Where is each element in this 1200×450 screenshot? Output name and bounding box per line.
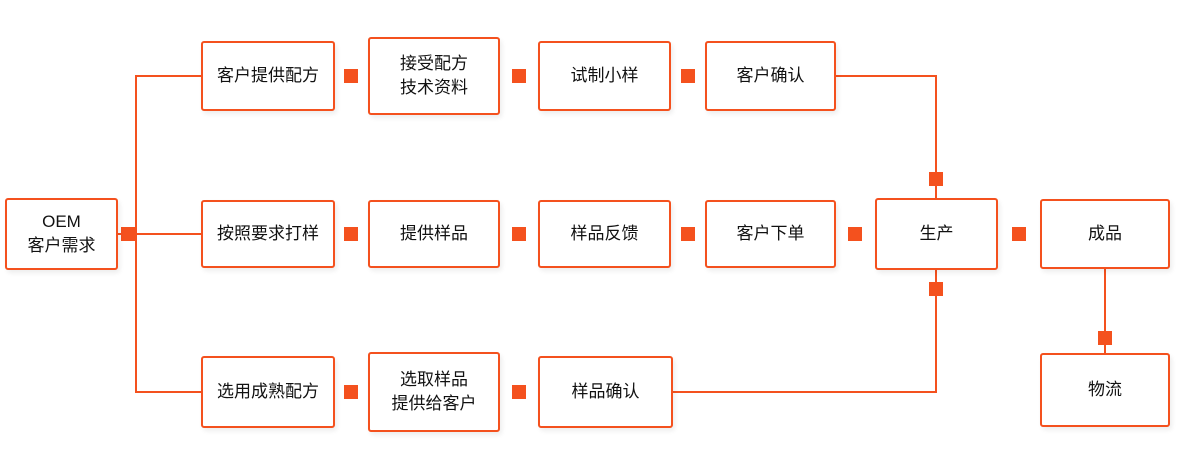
node-accept-formula-tech-data: 接受配方 技术资料 xyxy=(368,37,500,115)
connector-square-row3-1 xyxy=(344,385,358,399)
connector-square-production-top xyxy=(929,172,943,186)
oem-to-middle-line xyxy=(118,233,201,235)
node-label: 客户需求 xyxy=(27,236,96,255)
customer-confirm-to-production-vline xyxy=(935,75,937,198)
node-oem-customer-demand: OEM 客户需求 xyxy=(5,198,118,270)
node-customer-order: 客户下单 xyxy=(705,200,836,268)
node-sample-confirmation: 样品确认 xyxy=(538,356,673,428)
node-provide-sample: 提供样品 xyxy=(368,200,500,268)
node-label: 技术资料 xyxy=(400,78,468,97)
connector-square-row1-3 xyxy=(681,69,695,83)
customer-confirm-to-production-hline xyxy=(836,75,936,77)
node-label: 样品确认 xyxy=(571,382,640,402)
node-label: 客户提供配方 xyxy=(217,66,319,86)
node-label: 客户确认 xyxy=(736,66,805,86)
node-customer-provides-formula: 客户提供配方 xyxy=(201,41,335,111)
node-customer-confirmation: 客户确认 xyxy=(705,41,836,111)
connector-square-row2-4 xyxy=(848,227,862,241)
connector-square-row2-5 xyxy=(1012,227,1026,241)
node-label: 试制小样 xyxy=(570,66,639,86)
node-label: 提供给客户 xyxy=(391,394,477,413)
connector-square-row2-3 xyxy=(681,227,695,241)
node-label: 生产 xyxy=(919,224,954,244)
connector-square-row1-1 xyxy=(344,69,358,83)
node-label: 按照要求打样 xyxy=(217,224,319,244)
node-label: 客户下单 xyxy=(736,224,805,244)
node-label: 成品 xyxy=(1088,224,1122,244)
node-finished-product: 成品 xyxy=(1040,199,1170,269)
node-select-sample-for-customer: 选取样品 提供给客户 xyxy=(368,352,500,432)
node-sample-per-requirements: 按照要求打样 xyxy=(201,200,335,268)
connector-square-oem xyxy=(121,227,135,241)
connector-square-finished-logistics xyxy=(1098,331,1112,345)
node-label: 选取样品 xyxy=(400,370,468,390)
connector-square-production-bottom xyxy=(929,282,943,296)
connector-square-row2-1 xyxy=(344,227,358,241)
node-label: 物流 xyxy=(1088,380,1122,400)
node-label: OEM xyxy=(42,212,81,232)
node-label: 提供样品 xyxy=(400,224,468,244)
sample-confirm-to-production-vline xyxy=(935,270,937,393)
node-label: 接受配方 xyxy=(400,54,468,74)
node-trial-small-sample: 试制小样 xyxy=(538,41,671,111)
connector-square-row3-2 xyxy=(512,385,526,399)
finished-to-logistics-vline xyxy=(1104,269,1106,353)
connector-square-row2-2 xyxy=(512,227,526,241)
node-label: 选用成熟配方 xyxy=(217,382,319,402)
branch-top-line xyxy=(136,75,201,77)
node-logistics: 物流 xyxy=(1040,353,1170,427)
node-sample-feedback: 样品反馈 xyxy=(538,200,671,268)
connector-square-row1-2 xyxy=(512,69,526,83)
node-label: 样品反馈 xyxy=(570,224,639,244)
branch-bottom-line xyxy=(136,391,201,393)
node-select-mature-formula: 选用成熟配方 xyxy=(201,356,335,428)
sample-confirm-to-production-hline xyxy=(673,391,936,393)
node-production: 生产 xyxy=(875,198,998,270)
